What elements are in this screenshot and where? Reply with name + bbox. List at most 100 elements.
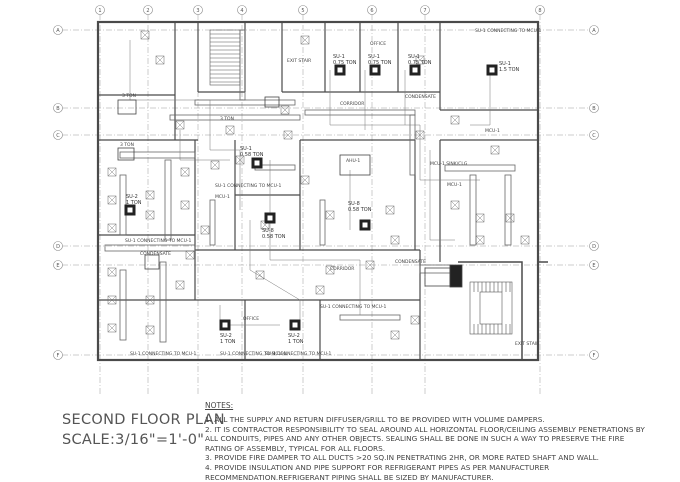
label-office-b: OFFICE <box>370 41 386 47</box>
label-condensate-b: CONDENSATE <box>140 251 171 257</box>
diffuser <box>140 30 150 40</box>
split-unit: SU-80.58 TON <box>348 201 372 231</box>
label-sinkclg: MCU-1 SINK/CLG <box>430 161 468 167</box>
diffuser <box>200 225 210 235</box>
diffuser <box>107 323 117 333</box>
unit-id: SU-1 <box>333 54 345 60</box>
unit-capacity: 0.58 TON <box>240 152 264 158</box>
grid-bubble: A <box>589 25 599 35</box>
diffuser <box>325 210 335 220</box>
diffuser <box>475 235 485 245</box>
notes-block: NOTES: 1. ALL THE SUPPLY AND RETURN DIFF… <box>205 401 645 482</box>
diffuser <box>390 235 400 245</box>
label-office-a: OFFICE <box>243 316 259 322</box>
unit-capacity: 1 TON <box>220 339 236 345</box>
diffuser <box>300 35 310 45</box>
split-unit: SU-21 TON <box>288 319 304 345</box>
grid-bubble-label: 5 <box>301 8 304 14</box>
grid-bubble-label: A <box>56 28 60 34</box>
note-item: 1. ALL THE SUPPLY AND RETURN DIFFUSER/GR… <box>205 415 545 425</box>
unit-capacity: 0.58 TON <box>262 234 286 240</box>
unit-capacity: 0.75 TON <box>368 60 392 66</box>
grid-bubble: 7 <box>420 5 430 15</box>
note-item: 2. IT IS CONTRACTOR RESPONSIBILITY TO SE… <box>205 425 645 453</box>
label-conn-c: SU-1 CONNECTING TO MCU-1 <box>130 351 196 357</box>
grid-bubble: 5 <box>298 5 308 15</box>
split-unit: SU-21 TON <box>219 319 236 345</box>
grid-bubble: 3 <box>193 5 203 15</box>
grid-bubble: F <box>53 350 63 360</box>
grid-bubble-label: E <box>592 263 595 269</box>
diffuser <box>107 223 117 233</box>
grid-bubble: A <box>53 25 63 35</box>
drawing-scale: SCALE:3/16"=1'-0" <box>62 432 205 448</box>
label-conn-d: SU-1 CONNECTING TO MCU-1 <box>125 238 191 244</box>
unit-id: SU-1 <box>499 61 511 67</box>
diffuser <box>365 260 375 270</box>
diffuser <box>175 120 185 130</box>
unit-id: SU-2 <box>126 194 138 200</box>
diffuser <box>225 125 235 135</box>
grid-bubble-label: 7 <box>423 8 426 14</box>
grid-bubble: E <box>53 260 63 270</box>
grid-bubble-label: E <box>56 263 59 269</box>
grid-bubble: 6 <box>367 5 377 15</box>
unit-capacity: 1 TON <box>288 339 304 345</box>
ductwork <box>104 29 516 343</box>
diffuser <box>283 130 293 140</box>
grid-bubble: D <box>589 241 599 251</box>
unit-id: SU-8 <box>348 201 360 207</box>
split-unit: SU-80.58 TON <box>262 212 286 240</box>
note-item: 3. PROVIDE FIRE DAMPER TO ALL DUCTS >20 … <box>205 453 599 463</box>
stair-right <box>469 281 513 335</box>
diffuser <box>475 213 485 223</box>
diffuser <box>107 167 117 177</box>
diffuser <box>280 105 290 115</box>
grid-bubble-label: F <box>57 353 60 359</box>
stair-left <box>209 29 241 86</box>
label-stair-b: EXIT STAIR <box>515 341 539 347</box>
label-conn-a: SU-1 CONNECTING TO MCU-1 <box>220 351 286 357</box>
diffuser <box>385 205 395 215</box>
label-ahu1: AHU-1 <box>346 158 360 164</box>
diffuser <box>107 267 117 277</box>
diffuser <box>235 155 245 165</box>
label-mcu1-c: MCU-1 <box>447 182 462 188</box>
diffuser <box>145 210 155 220</box>
split-unit: SU-10.75 TON <box>408 54 432 76</box>
label-corridor-b: CORRIDOR <box>340 101 364 107</box>
split-unit: SU-10.58 TON <box>240 146 264 169</box>
diffuser <box>520 235 530 245</box>
grid-bubble: C <box>589 130 599 140</box>
diffuser <box>145 190 155 200</box>
unit-capacity: 1 TON <box>126 200 142 206</box>
label-condensate-a: CONDENSATE <box>405 94 436 100</box>
grid-bubble-label: 2 <box>146 8 149 14</box>
grid-bubble: 1 <box>95 5 105 15</box>
diffuser <box>450 115 460 125</box>
diffuser <box>325 265 335 275</box>
diffuser <box>180 200 190 210</box>
label-3ton-a: 3 TON <box>220 116 234 122</box>
diffuser <box>390 330 400 340</box>
split-unit: SU-10.75 TON <box>368 54 392 76</box>
diffuser <box>255 270 265 280</box>
diffuser <box>490 145 500 155</box>
unit-id: SU-1 <box>368 54 380 60</box>
split-unit: SU-21 TON <box>124 194 142 216</box>
diffuser <box>180 167 190 177</box>
grid-bubble-label: A <box>592 28 596 34</box>
grid-bubble: F <box>589 350 599 360</box>
grid-bubble: B <box>589 103 599 113</box>
grid-bubble-label: C <box>592 133 596 139</box>
label-conn-b: SU-1 CONNECTING TO MCU-1 <box>265 351 331 357</box>
note-item: 4. PROVIDE INSULATION AND PIPE SUPPORT F… <box>205 463 550 482</box>
diffuser <box>210 160 220 170</box>
diffuser <box>175 280 185 290</box>
unit-capacity: 1.5 TON <box>499 67 520 73</box>
drawing-labels: AHU-1 3 TON 3 TON 3 TON MCU-1 MCU-1 MCU-… <box>120 28 541 357</box>
diffuser <box>450 200 460 210</box>
grid-bubble-label: C <box>56 133 60 139</box>
label-stair-a: EXIT STAIR <box>287 58 311 64</box>
diffuser <box>505 213 515 223</box>
